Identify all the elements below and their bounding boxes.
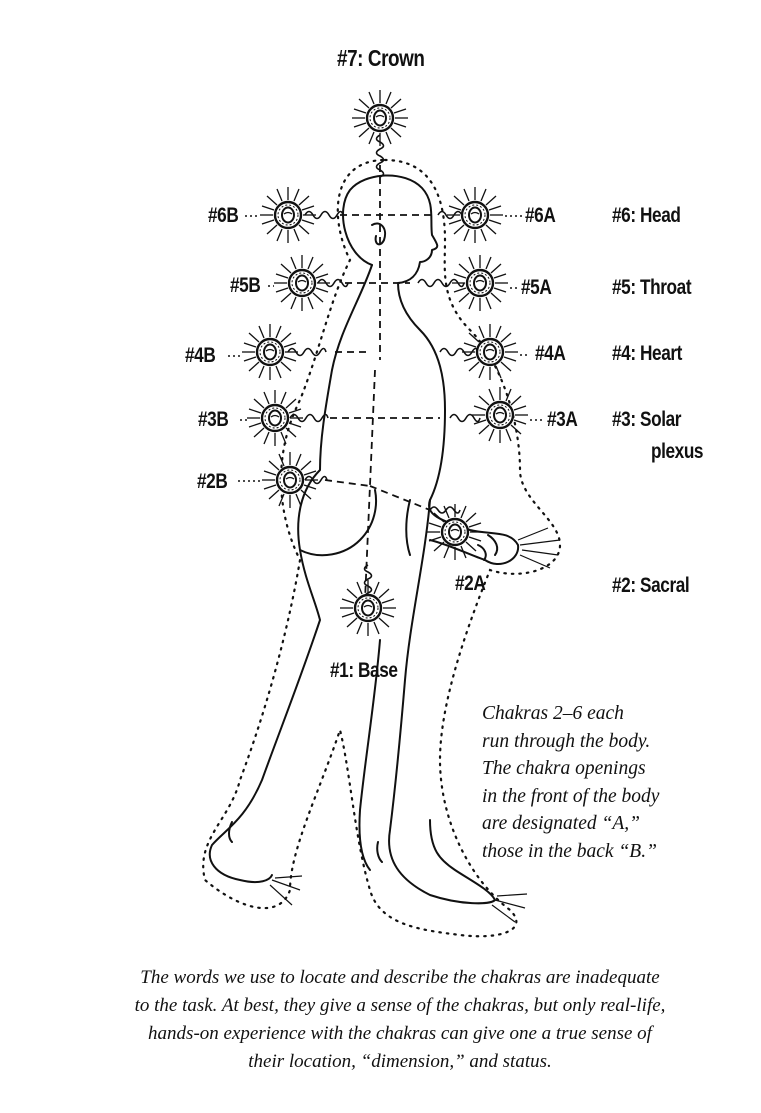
legend-heart: #4: Heart: [612, 343, 682, 364]
chakra-3a-vortex: [472, 387, 528, 443]
figure-caption: The words we use to locate and describe …: [60, 964, 740, 1076]
caption-line: hands-on experience with the chakras can…: [60, 1020, 740, 1048]
legend-solar-plexus-line2: plexus: [651, 441, 703, 462]
chakra-3b-label: #3B: [198, 409, 228, 430]
base-label: #1: Base: [330, 660, 398, 681]
chakra-2a-label: #2A: [455, 573, 485, 594]
chakra-6b-label: #6B: [208, 205, 238, 226]
chakra-4a-vortex: [462, 324, 518, 380]
chakra-3a-label: #3A: [547, 409, 577, 430]
chakra-3b-vortex: [247, 390, 303, 446]
chakra-6b-vortex: [260, 187, 316, 243]
note-line: in the front of the body: [482, 783, 752, 811]
note-line: those in the back “B.”: [482, 838, 752, 866]
chakra-4b-vortex: [242, 324, 298, 380]
chakra-5a-vortex: [452, 255, 508, 311]
note-line: are designated “A,”: [482, 810, 752, 838]
chakra-7-crown-vortex: [352, 90, 408, 146]
legend-head: #6: Head: [612, 205, 681, 226]
chakra-4a-label: #4A: [535, 343, 565, 364]
chakra-4b-label: #4B: [185, 345, 215, 366]
chakra-axes: [325, 165, 440, 600]
legend-solar-plexus-line1: #3: Solar: [612, 409, 681, 430]
chakra-1-base-vortex: [340, 580, 396, 636]
chakra-5a-label: #5A: [521, 277, 551, 298]
caption-line: to the task. At best, they give a sense …: [60, 992, 740, 1020]
chakra-2b-vortex: [262, 452, 318, 508]
chakra-5b-label: #5B: [230, 275, 260, 296]
caption-line: The words we use to locate and describe …: [60, 964, 740, 992]
chakra-note: Chakras 2–6 each run through the body. T…: [482, 700, 752, 865]
crown-label: #7: Crown: [337, 47, 424, 70]
legend-throat: #5: Throat: [612, 277, 691, 298]
caption-line: their location, “dimension,” and status.: [60, 1048, 740, 1076]
chakra-5b-vortex: [274, 255, 330, 311]
note-line: The chakra openings: [482, 755, 752, 783]
chakra-6a-label: #6A: [525, 205, 555, 226]
legend-sacral: #2: Sacral: [612, 575, 689, 596]
chakra-6a-vortex: [447, 187, 503, 243]
note-line: run through the body.: [482, 728, 752, 756]
note-line: Chakras 2–6 each: [482, 700, 752, 728]
chakra-2a-vortex: [427, 504, 483, 560]
chakra-2b-label: #2B: [197, 471, 227, 492]
